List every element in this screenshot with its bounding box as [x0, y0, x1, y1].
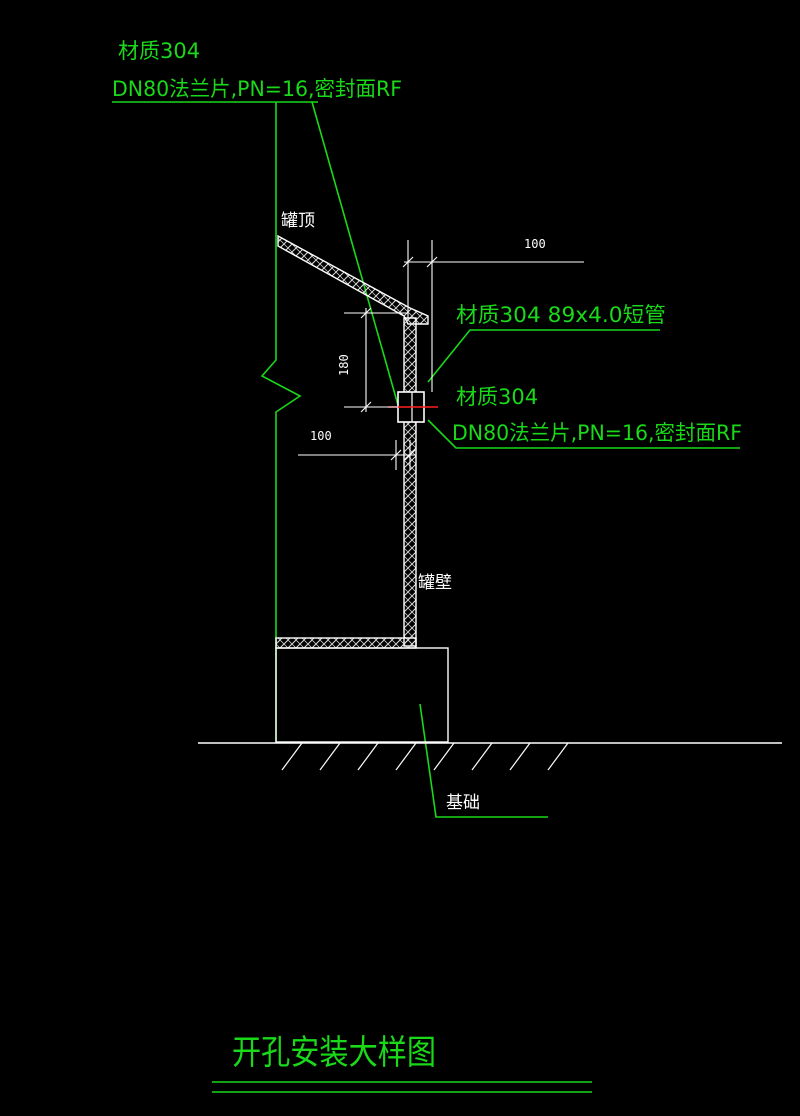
- dim-left-tick-1: [390, 449, 402, 461]
- dim-top-tick-1: [402, 256, 414, 268]
- mid-material-text: 材质304: [456, 385, 538, 409]
- pipe-spec-text: 材质304 89x4.0短管: [456, 303, 666, 327]
- drawing-title: 开孔安装大样图: [232, 1033, 436, 1073]
- mid-flange-text: DN80法兰片,PN=16,密封面RF: [452, 421, 742, 445]
- top-material-text: 材质304: [118, 39, 200, 63]
- wall-label: 罐壁: [418, 573, 452, 593]
- dim-vert-tick-2: [360, 401, 372, 413]
- ground-hatch: [281, 742, 569, 771]
- top-flange-text: DN80法兰片,PN=16,密封面RF: [112, 77, 402, 101]
- dim-top-tick-2: [426, 256, 438, 268]
- dim-vert-text: 180: [337, 354, 351, 376]
- flange-leader-line: [427, 419, 740, 449]
- foundation-block: [275, 647, 449, 743]
- tank-wall: [403, 317, 417, 647]
- foundation-leader-line: [419, 703, 548, 818]
- roof-label: 罐顶: [281, 211, 315, 231]
- pipe-leader-line: [427, 329, 660, 383]
- dim-top-text: 100: [524, 237, 546, 251]
- foundation-label: 基础: [446, 793, 480, 813]
- dim-left-tick-2: [404, 449, 416, 461]
- dim-left-text: 100: [310, 429, 332, 443]
- top-leader-line: [311, 101, 399, 406]
- tank-bottom: [275, 637, 417, 649]
- break-line: [260, 102, 302, 742]
- dim-vert-tick-1: [360, 307, 372, 319]
- tank-roof: [277, 234, 429, 325]
